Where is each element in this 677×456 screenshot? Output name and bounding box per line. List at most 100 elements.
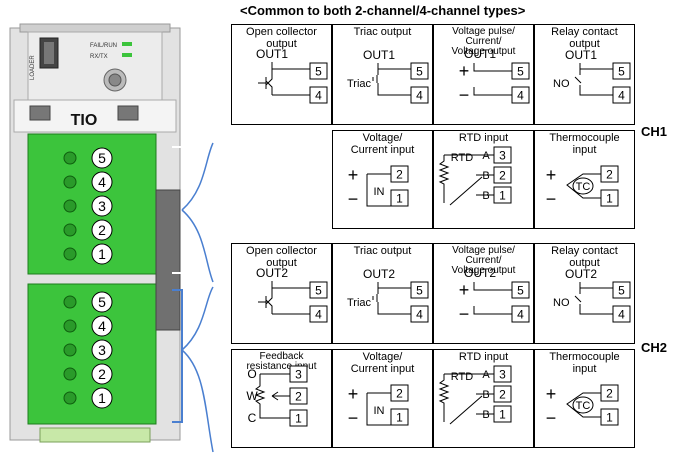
terminal-number-circle xyxy=(91,243,113,265)
terminal-screw xyxy=(63,391,77,405)
terminal-number: 4 xyxy=(416,89,423,103)
plus-sign: + xyxy=(348,384,359,404)
signal-label: OUT1 xyxy=(464,47,496,61)
terminal-number-lower: 4 xyxy=(98,318,106,334)
cell-title: Voltage/ Current input xyxy=(350,132,415,156)
plus-sign: + xyxy=(546,165,557,185)
terminal-number: 5 xyxy=(618,284,625,298)
cell-title: RTD input xyxy=(458,351,509,363)
cell-title: Triac output xyxy=(353,26,412,38)
terminal-box xyxy=(390,408,409,426)
terminal-number: 2 xyxy=(606,168,613,182)
sensor-label: IN xyxy=(374,405,385,417)
sensor-label: RTD xyxy=(451,371,473,383)
terminal-number: 5 xyxy=(517,65,524,79)
rtd-pin-label: B xyxy=(482,389,489,401)
terminal-box xyxy=(410,62,429,80)
terminal-number: 1 xyxy=(606,411,613,425)
terminal-number-upper: 1 xyxy=(98,246,106,262)
rtd-pin-label: A xyxy=(482,150,490,162)
terminal-number: 4 xyxy=(315,308,322,322)
relay-no-label: NO xyxy=(553,297,570,309)
sensor-label: TC xyxy=(576,400,591,412)
terminal-number-circle xyxy=(91,387,113,409)
terminal-screw xyxy=(63,343,77,357)
terminal-number: 5 xyxy=(416,284,423,298)
terminal-screw xyxy=(63,295,77,309)
terminal-screw xyxy=(63,319,77,333)
terminal-number-lower: 2 xyxy=(98,366,106,382)
signal-label: OUT2 xyxy=(363,267,395,281)
terminal-number-circle xyxy=(91,219,113,241)
terminal-box xyxy=(390,189,409,207)
terminal-box xyxy=(309,62,328,80)
terminal-number-circle xyxy=(91,291,113,313)
cell-title: Relay contact output xyxy=(551,245,618,269)
terminal-screw xyxy=(63,199,77,213)
terminal-number: 1 xyxy=(499,189,506,203)
terminal-box xyxy=(309,281,328,299)
led-rx-tx xyxy=(122,53,132,57)
plus-sign: + xyxy=(348,165,359,185)
terminal-number-circle xyxy=(91,171,113,193)
terminal-number-circle xyxy=(91,315,113,337)
terminal-number-upper: 3 xyxy=(98,198,106,214)
terminal-number-lower: 1 xyxy=(98,390,106,406)
terminal-number-lower: 3 xyxy=(98,342,106,358)
minus-sign: − xyxy=(459,304,470,324)
terminal-number-lower: 5 xyxy=(98,294,106,310)
terminal-number: 1 xyxy=(606,192,613,206)
minus-sign: − xyxy=(546,189,557,209)
cell-title: Thermocouple input xyxy=(549,351,620,375)
terminal-number: 4 xyxy=(517,89,524,103)
terminal-number: 2 xyxy=(396,168,403,182)
terminal-number-upper: 5 xyxy=(98,150,106,166)
feedback-pin-label: W xyxy=(246,389,258,403)
rtd-pin-label: B xyxy=(482,409,489,421)
terminal-number: 4 xyxy=(618,89,625,103)
plus-sign: + xyxy=(546,384,557,404)
terminal-number: 5 xyxy=(618,65,625,79)
terminal-box xyxy=(410,281,429,299)
cell-title: Voltage pulse/ Current/ Voltage output xyxy=(451,245,516,276)
terminal-box xyxy=(612,281,631,299)
terminal-number: 5 xyxy=(315,284,322,298)
terminal-box xyxy=(612,62,631,80)
terminal-number: 1 xyxy=(396,192,403,206)
minus-sign: − xyxy=(348,408,359,428)
terminal-number: 4 xyxy=(315,89,322,103)
ch2-label: CH2 xyxy=(641,340,668,355)
sensor-label: RTD xyxy=(451,152,473,164)
minus-sign: − xyxy=(546,408,557,428)
input-cell: Feedback resistance inputO3W2C1 xyxy=(231,349,332,448)
relay-no-label: NO xyxy=(553,78,570,90)
terminal-screw xyxy=(63,367,77,381)
feedback-pin-label: C xyxy=(248,411,257,425)
terminal-number: 1 xyxy=(499,408,506,422)
led-fail-run xyxy=(122,42,132,46)
terminal-number: 2 xyxy=(499,169,506,183)
cell-title: Relay contact output xyxy=(551,26,618,50)
terminal-number: 4 xyxy=(618,308,625,322)
terminal-number-upper: 2 xyxy=(98,222,106,238)
terminal-screw xyxy=(63,151,77,165)
terminal-number: 2 xyxy=(499,388,506,402)
sensor-label: TC xyxy=(576,181,591,193)
terminal-screw xyxy=(63,247,77,261)
rtd-pin-label: A xyxy=(482,369,490,381)
terminal-number-circle xyxy=(91,339,113,361)
terminal-number: 5 xyxy=(416,65,423,79)
signal-label: OUT2 xyxy=(464,266,496,280)
signal-label: OUT1 xyxy=(256,47,288,61)
cell-title: RTD input xyxy=(458,132,509,144)
loader-label: LOADER xyxy=(30,55,36,80)
